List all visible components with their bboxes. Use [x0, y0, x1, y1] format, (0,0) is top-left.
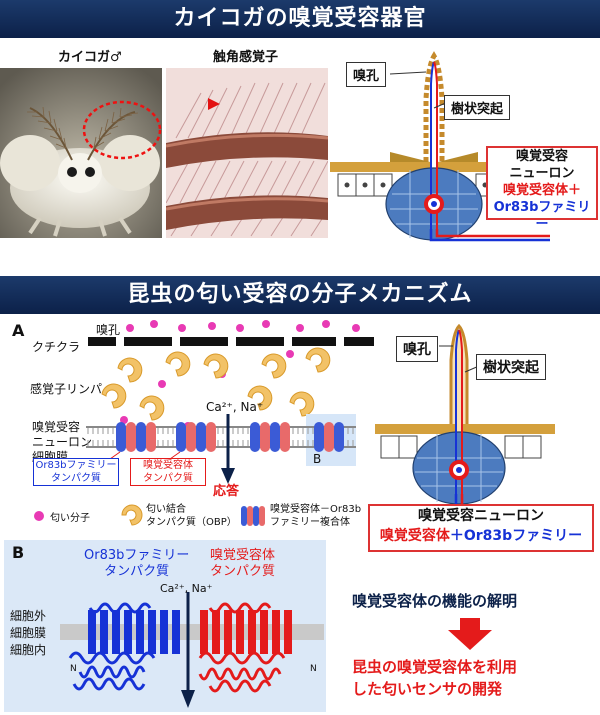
panel-a-b-marker: B — [313, 452, 322, 466]
top-neuron-line1: 嗅覚受容 — [515, 149, 568, 164]
panel-b-or83b-label: Or83bファミリー タンパク質 — [84, 548, 189, 580]
panel-b-receptor-l2: タンパク質 — [210, 564, 276, 579]
panel-b-structure — [60, 588, 324, 710]
legend-odor-icon — [34, 511, 44, 521]
middle-sensillum-diagram — [375, 320, 600, 520]
top-neuron-label-box: 嗅覚受容 ニューロン 嗅覚受容体＋ Or83bファミリー — [486, 146, 598, 232]
panel-b-inside: 細胞内 — [10, 643, 47, 657]
legend-complex-l1: 嗅覚受容体－Or83b — [270, 504, 362, 515]
top-dendrite-label: 樹状突起 — [444, 95, 511, 120]
panel-a-membrane-l1: 嗅覚受容 — [32, 420, 81, 434]
panel-a-letter: A — [12, 321, 25, 340]
legend-obp-label: 匂い結合 タンパク質（OBP） — [146, 503, 237, 529]
middle-neuron-label: 嗅覚受容ニューロン — [418, 508, 544, 524]
top-neuron-line2: ニューロン — [509, 166, 575, 181]
top-title-banner: カイコガの嗅覚受容器官 — [0, 0, 600, 38]
down-arrow-icon — [448, 618, 492, 650]
legend-complex-icon — [240, 504, 266, 528]
panel-b-receptor-l1: 嗅覚受容体 — [210, 548, 276, 563]
legend-complex-label: 嗅覚受容体－Or83b ファミリー複合体 — [270, 503, 361, 529]
moth-photo-label: カイコガ♂ — [58, 50, 122, 65]
panel-a-receptor-box: 嗅覚受容体 タンパク質 — [130, 458, 206, 486]
panel-b-letter: B — [12, 543, 25, 562]
panel-b-or83b-l2: タンパク質 — [104, 564, 170, 579]
middle-receptor-blue: Or83bファミリー — [463, 528, 583, 544]
middle-neuron-label-box: 嗅覚受容ニューロン 嗅覚受容体＋Or83bファミリー — [368, 504, 594, 552]
middle-receptor-plus: ＋ — [449, 528, 464, 544]
panel-a-receptor-l2: タンパク質 — [143, 473, 193, 484]
middle-receptor-line: 嗅覚受容体＋Or83bファミリー — [370, 526, 592, 546]
top-receptor-blue: Or83bファミリー — [493, 200, 591, 232]
panel-b-or83b-l1: Or83bファミリー — [84, 548, 190, 563]
panel-a-or83b-box: Or83bファミリー タンパク質 — [33, 458, 119, 486]
top-nostril-label: 嗅孔 — [346, 62, 387, 87]
panel-b-n-left: N — [70, 664, 77, 674]
panel-b-ions: Ca²⁺, Na⁺ — [160, 582, 213, 595]
legend-complex-l2: ファミリー複合体 — [270, 517, 350, 528]
panel-b-membrane: 細胞膜 — [10, 626, 47, 640]
conclusion-line2: 昆虫の嗅覚受容体を利用 — [352, 658, 518, 676]
panel-a-ions: Ca²⁺, Na⁺ — [206, 400, 264, 414]
panel-b-n-right: N — [310, 664, 317, 674]
conclusion-line3: した匂いセンサの開発 — [352, 680, 503, 698]
panel-a-response: 応答 — [213, 484, 240, 499]
legend-odor-label: 匂い分子 — [50, 513, 90, 524]
panel-a-cuticle: クチクラ — [32, 340, 81, 354]
panel-a-membrane-l2: ニューロン — [32, 435, 93, 449]
legend-obp-l2: タンパク質（OBP） — [146, 517, 237, 528]
panel-a-lymph: 感覚子リンパ — [30, 382, 103, 396]
panel-b-outside: 細胞外 — [10, 609, 47, 623]
panel-a-diagram — [80, 318, 380, 488]
top-title: カイコガの嗅覚受容器官 — [173, 6, 427, 31]
legend-obp-icon — [120, 503, 144, 527]
panel-a-nostril: 嗅孔 — [96, 323, 121, 337]
middle-dendrite-label: 樹状突起 — [476, 354, 546, 380]
panel-a-or83b-l2: タンパク質 — [51, 473, 101, 484]
panel-a-or83b-l1: Or83bファミリー — [35, 460, 117, 471]
middle-title: 昆虫の匂い受容の分子メカニズム — [127, 282, 473, 307]
moth-photo — [0, 68, 162, 238]
conclusion-line1: 嗅覚受容体の機能の解明 — [352, 592, 518, 610]
legend-obp-l1: 匂い結合 — [146, 504, 186, 515]
antenna-photo-label: 触角感覚子 — [213, 50, 279, 65]
middle-title-banner: 昆虫の匂い受容の分子メカニズム — [0, 276, 600, 314]
panel-b-receptor-label: 嗅覚受容体 タンパク質 — [210, 548, 275, 580]
middle-nostril-label: 嗅孔 — [396, 336, 438, 362]
middle-receptor-red: 嗅覚受容体 — [379, 528, 450, 544]
top-receptor-red: 嗅覚受容体＋ — [502, 183, 581, 198]
panel-a-receptor-l1: 嗅覚受容体 — [143, 460, 193, 471]
antenna-photo — [166, 68, 328, 238]
